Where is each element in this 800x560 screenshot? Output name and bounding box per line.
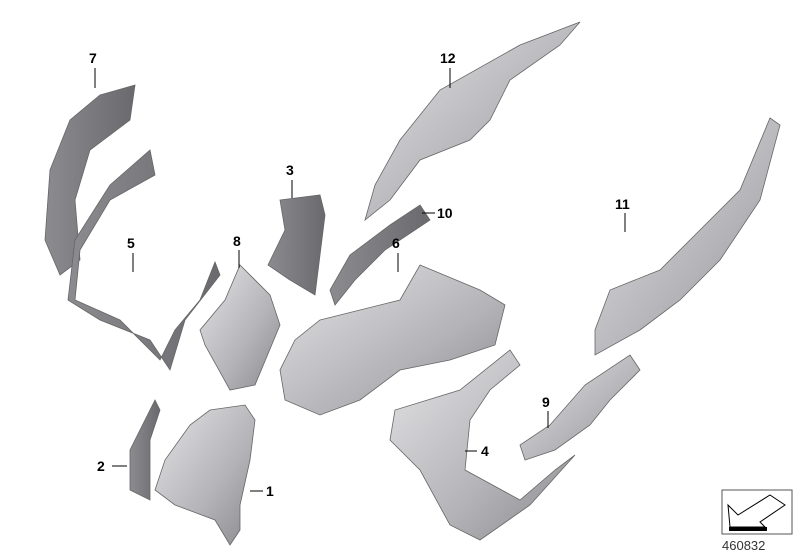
callout-9[interactable]: 9 xyxy=(542,394,550,410)
part-3-shape[interactable] xyxy=(267,194,326,296)
callout-1[interactable]: 1 xyxy=(266,483,274,499)
callout-3[interactable]: 3 xyxy=(286,162,294,178)
part-1-shape[interactable] xyxy=(154,404,256,546)
part-10-shape[interactable] xyxy=(329,204,431,306)
callout-8[interactable]: 8 xyxy=(233,233,241,249)
callout-4[interactable]: 4 xyxy=(481,443,489,459)
callout-6[interactable]: 6 xyxy=(392,235,400,251)
callout-12[interactable]: 12 xyxy=(440,50,456,66)
part-8-shape[interactable] xyxy=(199,264,281,391)
callout-11[interactable]: 11 xyxy=(615,196,630,212)
leader-lines xyxy=(94,68,626,492)
part-4-shape[interactable] xyxy=(389,349,576,541)
callout-5[interactable]: 5 xyxy=(127,235,135,251)
part-12-shape[interactable] xyxy=(364,21,581,222)
callout-2[interactable]: 2 xyxy=(97,458,105,474)
part-6-shape[interactable] xyxy=(279,264,506,416)
part-7-shape[interactable] xyxy=(44,84,136,276)
direction-symbol xyxy=(721,489,793,535)
reference-number: 460832 xyxy=(722,538,766,553)
part-9-shape[interactable] xyxy=(519,354,641,461)
part-5-shape[interactable] xyxy=(67,149,221,371)
part-2-shape[interactable] xyxy=(129,399,161,501)
callout-10[interactable]: 10 xyxy=(437,205,453,221)
part-11-shape[interactable] xyxy=(594,117,781,356)
callout-7[interactable]: 7 xyxy=(89,50,97,66)
